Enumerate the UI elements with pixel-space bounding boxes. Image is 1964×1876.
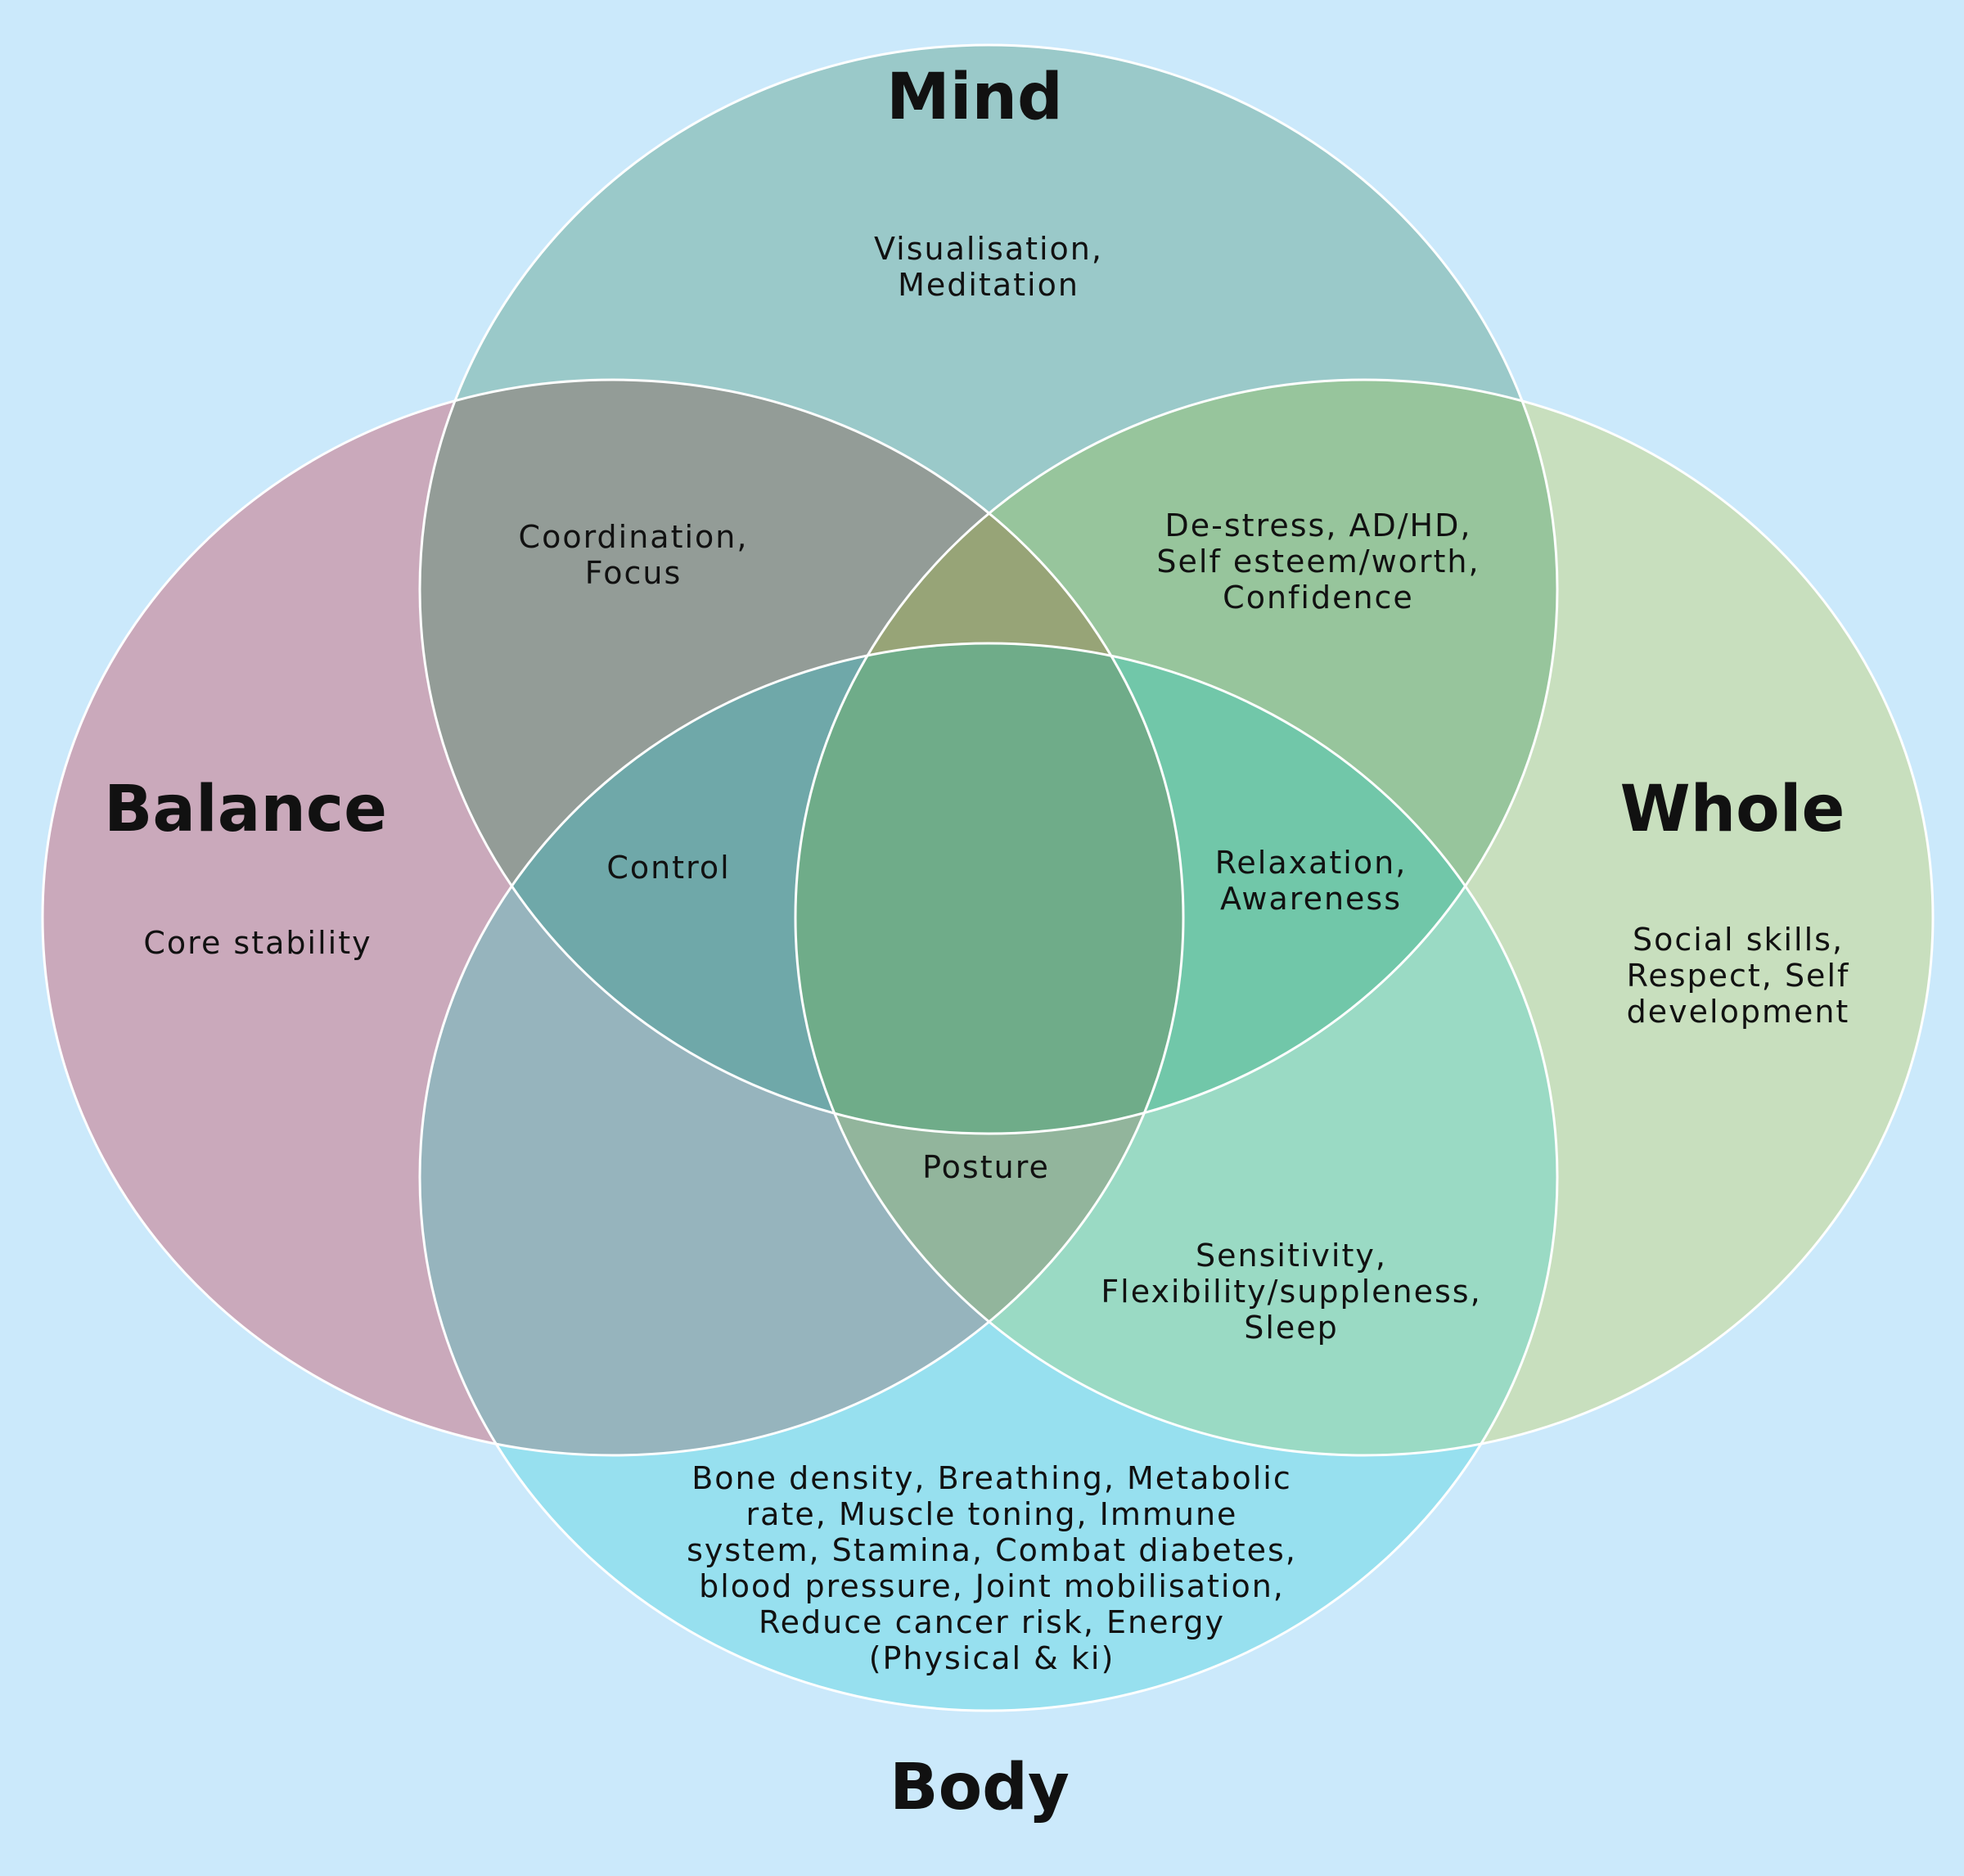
balance-mind-label: Coordination, Focus — [519, 519, 749, 591]
body-set-title: Body — [890, 1756, 1070, 1820]
posture-label: Posture — [922, 1149, 1050, 1185]
whole-only-line: Respect, Self — [1626, 958, 1850, 994]
mind-only-line: Meditation — [898, 267, 1079, 303]
mind-whole-line: Confidence — [1223, 579, 1414, 616]
body-only-label: Bone density, Breathing, Metabolic rate,… — [687, 1460, 1297, 1676]
balance-set-title: Balance — [104, 778, 387, 841]
whole-only-line: development — [1626, 994, 1850, 1030]
mind-balance-whole-overlap-group — [795, 380, 1183, 1134]
body-only-line: Bone density, Breathing, Metabolic — [691, 1460, 1292, 1496]
body-whole-line: Flexibility/suppleness, — [1101, 1274, 1482, 1310]
body-whole-line: Sleep — [1244, 1310, 1339, 1346]
whole-set-title-text: Whole — [1619, 773, 1845, 846]
relaxation-line: Awareness — [1219, 881, 1403, 917]
posture-overlap — [795, 643, 1183, 1455]
balance-mind-line: Focus — [584, 555, 682, 591]
body-only-line: system, Stamina, Combat diabetes, — [687, 1532, 1297, 1568]
control-line: Control — [606, 850, 731, 886]
mind-whole-line: Self esteem/worth, — [1156, 543, 1480, 579]
mind-set-title: Mind — [886, 65, 1063, 129]
relaxation-label: Relaxation, Awareness — [1215, 845, 1408, 917]
posture-line: Posture — [922, 1149, 1050, 1185]
balance-only-line: Core stability — [143, 925, 372, 961]
mind-whole-label: De-stress, AD/HD, Self esteem/worth, Con… — [1156, 507, 1480, 616]
body-whole-label: Sensitivity, Flexibility/suppleness, Sle… — [1101, 1238, 1481, 1346]
body-only-line: (Physical & ki) — [868, 1640, 1115, 1676]
mind-only-line: Visualisation, — [874, 231, 1103, 267]
control-overlap-group — [420, 643, 1183, 1134]
posture-overlap-group — [795, 643, 1183, 1455]
body-outline — [418, 642, 1559, 1712]
balance-mind-line: Coordination, — [518, 519, 749, 555]
relaxation-overlap — [795, 643, 1557, 1134]
relaxation-overlap-group — [795, 643, 1557, 1134]
control-label: Control — [606, 850, 730, 886]
whole-only-label: Social skills, Respect, Self development — [1627, 922, 1850, 1030]
mind-whole-line: De-stress, AD/HD, — [1164, 507, 1472, 543]
body-only-line: blood pressure, Joint mobilisation, — [699, 1568, 1285, 1604]
balance-set-title-text: Balance — [103, 773, 388, 846]
balance-outline — [41, 378, 1185, 1457]
whole-only-line: Social skills, — [1632, 922, 1845, 958]
mind-outline — [418, 43, 1559, 1135]
body-whole-line: Sensitivity, — [1196, 1238, 1387, 1274]
body-set-title-text: Body — [890, 1751, 1070, 1824]
mind-balance-whole-overlap — [795, 380, 1183, 1134]
mind-set-title-text: Mind — [886, 61, 1063, 134]
body-only-line: rate, Muscle toning, Immune — [746, 1496, 1238, 1532]
control-overlap — [420, 643, 1183, 1134]
relaxation-line: Relaxation, — [1214, 845, 1408, 881]
body-only-line: Reduce cancer risk, Energy — [758, 1604, 1226, 1640]
whole-set-title: Whole — [1620, 778, 1845, 841]
balance-only-label: Core stability — [143, 925, 372, 961]
mind-only-label: Visualisation, Meditation — [874, 231, 1103, 303]
whole-outline — [794, 378, 1935, 1457]
